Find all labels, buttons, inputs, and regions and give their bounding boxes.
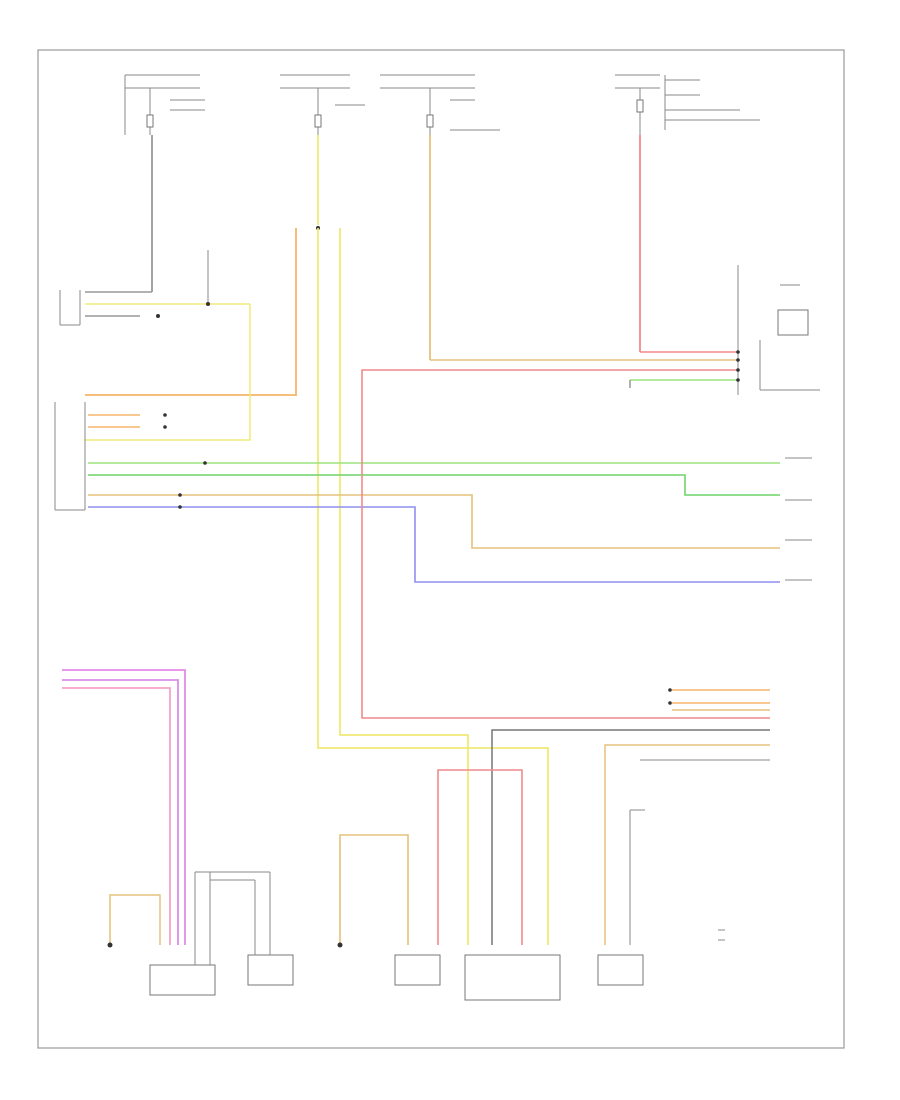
module-box-left [149, 964, 216, 996]
ground-icon [107, 942, 113, 948]
bottom-components [107, 809, 645, 1001]
connector-lower-right [668, 688, 770, 711]
diagram-frame [37, 49, 845, 1049]
wire-pink-1 [62, 687, 171, 945]
fuse-group-4 [615, 74, 760, 135]
relay-icon [777, 309, 809, 336]
wire-yellow-3 [339, 228, 469, 945]
fuse-group-1 [124, 74, 205, 135]
wire-magenta-2 [62, 679, 179, 945]
wire-tan-2 [88, 494, 780, 549]
sensor-block-1 [59, 250, 250, 326]
switch-icon [464, 954, 561, 1001]
wire-red-loop [437, 769, 523, 945]
wire-yellow-2 [317, 228, 549, 945]
wire-blue-1 [88, 506, 780, 583]
connector-pins-upper-right [736, 350, 740, 382]
fuse-icon [146, 114, 154, 128]
wire-magenta-1 [62, 669, 186, 945]
fuse-group-2 [280, 74, 365, 135]
wire-orange-1 [85, 228, 297, 396]
wire-yellow-sensor [85, 304, 251, 441]
relay-block-upper [759, 284, 820, 391]
fuse-group-3 [380, 74, 500, 135]
wire-tan-lamp [109, 894, 161, 945]
pump-icon [394, 954, 441, 986]
ground-icon [337, 942, 343, 948]
wire-grey-lower [491, 729, 770, 945]
fuse-icon [314, 114, 322, 128]
fuse-icon [636, 99, 644, 113]
wire-green-2 [88, 474, 780, 496]
relay-icon [597, 954, 644, 986]
switch-block-right [785, 457, 812, 581]
legend [718, 929, 725, 941]
fuse-icon [426, 114, 434, 128]
wire-red-2 [361, 369, 770, 719]
wire-tan-lower [604, 744, 770, 945]
module-block-left [54, 402, 167, 511]
sensor-icon [247, 954, 294, 986]
wire-tan-loop [339, 834, 409, 945]
